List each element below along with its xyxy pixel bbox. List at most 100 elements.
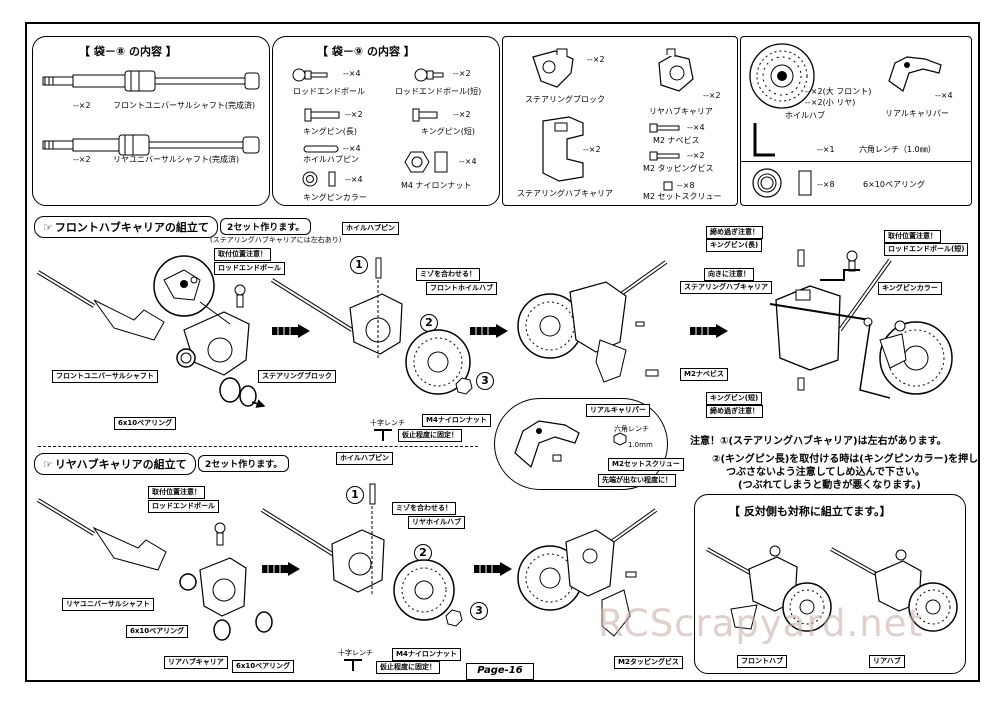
- parts4-bearing-label: 6×10ベアリング: [863, 180, 925, 189]
- rear-pos-note: 取付位置注意！: [148, 486, 205, 499]
- parts4-divider: [741, 161, 971, 162]
- front-step1-number: 1: [350, 256, 368, 274]
- pointer-icon-rear: ☞: [43, 458, 53, 471]
- kingpin-long-icon: [304, 108, 340, 122]
- m2-tapping-screw-icon: [649, 151, 680, 161]
- front-steering-block-label: ステアリングブロック: [258, 370, 336, 383]
- m2-pan-screw-icon: [649, 123, 680, 133]
- bag8-qty-0: --×2: [73, 101, 91, 110]
- rear-temp-fix: 仮止程度に固定！: [376, 661, 440, 674]
- bag9-qty-1: --×2: [453, 69, 471, 78]
- real-caliper-drawing: [888, 56, 942, 92]
- rear-title-text: リヤハブキャリアの組立て: [54, 458, 187, 471]
- rear-bearing1-label: 6x10ベアリング: [126, 625, 189, 638]
- rear-step1-number: 1: [346, 486, 364, 504]
- parts3-label-2: リヤハブキャリア: [649, 107, 713, 116]
- parts3-label-0: ステアリングブロック: [525, 95, 605, 104]
- bag9-label-6: キングピンカラー: [303, 193, 367, 202]
- bag9-label-5: M4 ナイロンナット: [401, 181, 472, 190]
- parts4-hub-label: ホイルハブ: [785, 111, 825, 120]
- bag8-qty-1: --×2: [73, 155, 91, 164]
- hex-wrench-label: 六角レンチ: [614, 425, 649, 433]
- watermark: RCScrapyard.net: [598, 602, 924, 645]
- rear-step2-drawing: [260, 483, 463, 627]
- front-hub-label: フロントホイルハブ: [426, 282, 497, 295]
- front-step3-number: 3: [476, 372, 494, 390]
- front-sets-subnote: (ステアリングハブキャリアには左右あり): [210, 236, 342, 244]
- rear-hub-pin-label: ホイルハブピン: [336, 452, 393, 465]
- parts4-caliper-qty: --×4: [935, 91, 953, 100]
- front-title-text: フロントハブキャリアの組立て: [54, 221, 209, 234]
- rear-groove-note: ミゾを合わせる！: [392, 502, 456, 515]
- parts4-hub-qty1: --×2(大 フロント): [805, 87, 872, 96]
- front-kingpin-short: キングピン(短): [706, 392, 763, 405]
- front-temp-fix: 仮止程度に固定！: [398, 429, 462, 442]
- steering-block-drawing: [532, 48, 574, 88]
- caution-line4: (つぶれてしまうと動きが悪くなります。): [738, 480, 921, 491]
- rear-step3-number: 3: [470, 602, 488, 620]
- set-screw-label: M2セットスクリュー: [608, 458, 684, 471]
- symmetric-title: 【 反対側も対称に組立てます。】: [729, 505, 891, 518]
- rear-rodend: ロッドエンドボール: [148, 500, 219, 513]
- page-frame: [25, 22, 980, 682]
- rodend-ball-icon: [292, 68, 328, 82]
- arrow-icon-5: [474, 562, 512, 576]
- parts3-label-4: M2 タッピングビス: [643, 164, 714, 173]
- front-m2-screw-label: M2ナベビス: [680, 368, 728, 381]
- symmetric-rear-label: リアハブ: [869, 655, 905, 668]
- parts3-label-5: M2 セットスクリュー: [643, 192, 722, 201]
- bag9-label-4: ホイルハブピン: [303, 155, 359, 164]
- front-caution-dir: 向きに注意！: [704, 268, 754, 281]
- arrow-icon-4: [262, 562, 300, 576]
- hex-wrench-drawing: [753, 123, 775, 157]
- rear-tapping-label: M2タッピングビス: [614, 656, 683, 669]
- front-section-title: ☞フロントハブキャリアの組立て: [34, 216, 218, 238]
- front-step1-drawing: [36, 255, 266, 408]
- bearing-drawing: [752, 168, 812, 198]
- bag9-qty-2: --×2: [345, 110, 363, 119]
- parts4-wrench-qty: --×1: [817, 145, 835, 154]
- bag8-title: 【 袋－⑧ の内容 】: [79, 45, 177, 58]
- parts3-qty-2: --×2: [703, 91, 721, 100]
- rodend-ball-short-icon: [414, 68, 444, 82]
- front-shaft-drawing: [42, 70, 260, 92]
- front-groove-note: ミゾを合わせる！: [416, 268, 480, 281]
- steering-hub-carrier-drawing: [542, 116, 584, 182]
- rear-nut-label: M4ナイロンナット: [392, 648, 461, 661]
- cross-wrench-icon: [374, 429, 392, 441]
- rear-hub-carrier-drawing: [658, 48, 694, 92]
- front-rodend: ロッドエンドボール: [214, 262, 285, 275]
- bag9-label-1: ロッドエンドボール(短): [395, 87, 482, 96]
- front-rodend-short: ロッドエンドボール(短): [884, 243, 969, 256]
- caliper-detail-drawing: [514, 420, 580, 469]
- arrow-icon-3: [690, 324, 728, 338]
- parts4-bearing-qty: --×8: [817, 180, 835, 189]
- bag9-title: 【 袋－⑨ の内容 】: [317, 45, 415, 58]
- caution-line1: 注意！①(ステアリングハブキャリア)は左右があります。: [690, 436, 947, 447]
- bag9-label-2: キングピン(長): [303, 127, 358, 136]
- front-over-tight-1: 締め過ぎ注意！: [706, 226, 763, 239]
- rear-shaft-label: リヤユニバーサルシャフト: [62, 598, 154, 611]
- parts3-label-3: M2 ナベビス: [653, 136, 700, 145]
- bag9-label-0: ロッドエンドボール: [293, 87, 365, 96]
- parts3-qty-3: --×4: [687, 123, 705, 132]
- nylon-nut-icon: [404, 151, 448, 173]
- front-sets-note: 2セット作ります。: [220, 218, 312, 235]
- page-number: Page-16: [466, 663, 534, 680]
- front-attach-note: 取付位置注意！: [884, 230, 941, 243]
- parts4-hub-qty2: --×2(小 リヤ): [805, 98, 856, 107]
- front-steer-carrier: ステアリングハブキャリア: [680, 281, 772, 294]
- front-shaft-label: フロントユニバーサルシャフト: [52, 370, 158, 383]
- front-pos-note: 取付位置注意！: [214, 248, 271, 261]
- parts3-qty-1: --×2: [583, 145, 601, 154]
- section-separator: [38, 446, 478, 447]
- caution-line2: ②(キングピン長)を取付ける時は(キングピンカラー)を押し: [712, 454, 979, 465]
- bag9-qty-4: --×4: [343, 144, 361, 153]
- rear-hub-label: リヤホイルハブ: [408, 516, 465, 529]
- arrow-icon-1: [272, 324, 310, 338]
- rear-sets-note: 2セット作ります。: [198, 455, 290, 472]
- rear-step3-drawing: [517, 508, 658, 637]
- front-nut-label: M4ナイロンナット: [422, 414, 491, 427]
- hub-pin-icon: [303, 145, 339, 153]
- front-kingpin-long: キングピン(長): [706, 239, 763, 252]
